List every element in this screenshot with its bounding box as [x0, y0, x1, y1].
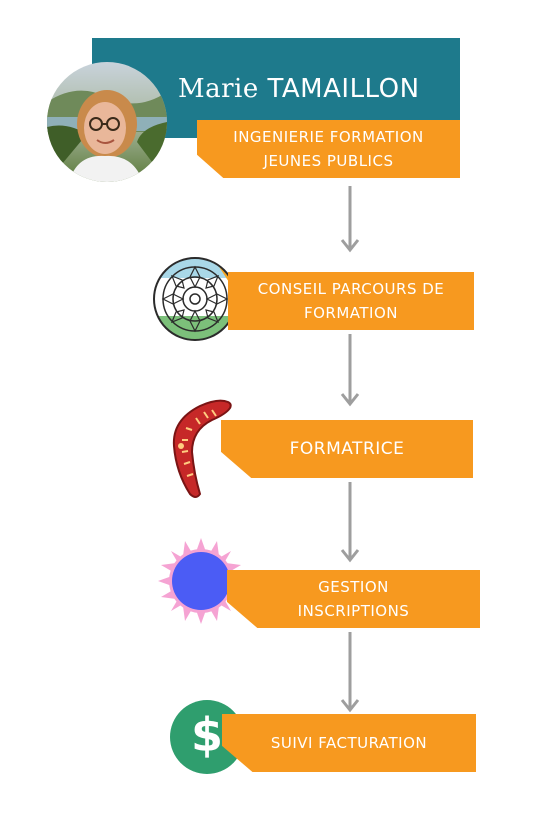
sun-circle-icon	[158, 538, 244, 624]
arrow-down	[340, 334, 360, 407]
arrow-down	[340, 632, 360, 713]
step-label: CONSEIL PARCOURS DE FORMATION	[257, 280, 445, 322]
arrow-down	[340, 482, 360, 563]
step-label: INGENIERIE FORMATION JEUNES PUBLICS	[233, 128, 424, 170]
person-name: Marie TAMAILLON	[178, 74, 420, 104]
dollar-symbol: $	[190, 708, 223, 762]
profile-photo	[47, 62, 167, 182]
boomerang-icon	[172, 399, 232, 498]
first-name: Marie	[178, 74, 259, 104]
step-label: SUIVI FACTURATION	[270, 734, 428, 752]
step-suivi-facturation: SUIVI FACTURATION	[222, 714, 476, 772]
mandala-icon	[153, 257, 237, 341]
step-ingenierie-formation: INGENIERIE FORMATION JEUNES PUBLICS	[197, 120, 460, 178]
step-gestion-inscriptions: GESTION INSCRIPTIONS	[227, 570, 480, 628]
step-label: FORMATRICE	[289, 439, 405, 459]
step-formatrice: FORMATRICE	[221, 420, 473, 478]
step-label: GESTION INSCRIPTIONS	[297, 578, 410, 620]
last-name: TAMAILLON	[267, 74, 420, 104]
arrow-down	[340, 186, 360, 253]
step-conseil-parcours: CONSEIL PARCOURS DE FORMATION	[228, 272, 474, 330]
